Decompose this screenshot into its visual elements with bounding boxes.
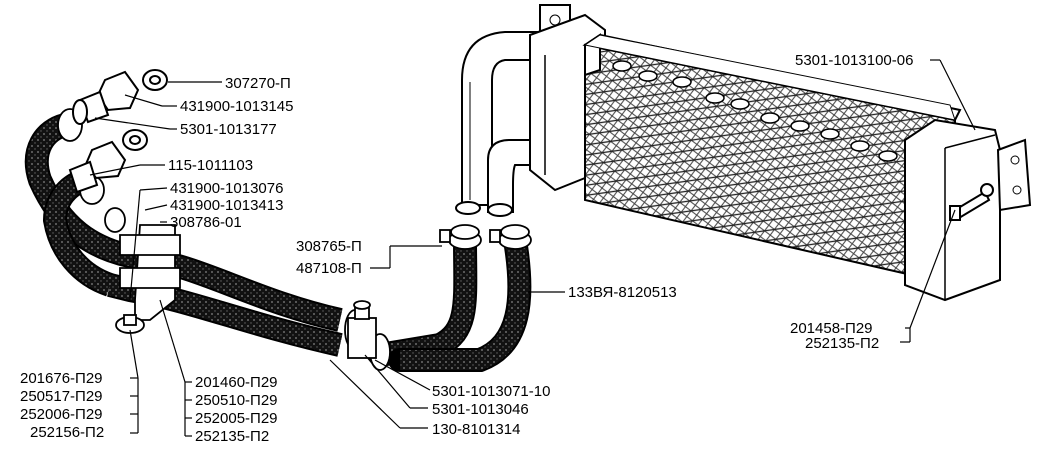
callout-252005: 252005-П29 — [195, 410, 278, 427]
callout-5301-1013046: 5301-1013046 — [432, 401, 529, 418]
callout-201460: 201460-П29 — [195, 374, 278, 391]
union-fitting-icon — [347, 300, 377, 359]
callout-130-8101314: 130-8101314 — [432, 421, 520, 438]
callout-250517: 250517-П29 — [20, 388, 103, 405]
union-fitting-icon — [68, 70, 140, 194]
callout-5301-1013100-06: 5301-1013100-06 — [795, 52, 913, 69]
oil-cooler-radiator-icon — [455, 4, 1032, 302]
callout-431900-1013413: 431900-1013413 — [170, 197, 283, 214]
callout-115-1011103: 115-1011103 — [168, 157, 253, 174]
leader-lines — [89, 59, 976, 437]
callout-431900-1013145: 431900-1013145 — [180, 98, 293, 115]
callout-5301-1013071-10: 5301-1013071-10 — [432, 383, 550, 400]
callout-252156: 252156-П2 — [30, 424, 104, 441]
callout-308786-01: 308786-01 — [170, 214, 242, 231]
callout-252135-bottom: 252135-П2 — [195, 428, 269, 445]
callout-labels: 307270-П 431900-1013145 5301-1013177 115… — [20, 52, 913, 445]
callout-5301-1013177: 5301-1013177 — [180, 121, 277, 138]
callout-250510: 250510-П29 — [195, 392, 278, 409]
callout-431900-1013076: 431900-1013076 — [170, 180, 283, 197]
washer-icon — [122, 69, 168, 151]
callout-252135-right: 252135-П2 — [805, 335, 879, 352]
callout-201676: 201676-П29 — [20, 370, 103, 387]
callout-307270: 307270-П — [225, 75, 291, 92]
callout-133: 133ВЯ-8120513 — [568, 284, 677, 301]
callout-201458: 201458-П29 — [790, 320, 873, 337]
bracket-icon — [115, 224, 181, 334]
bolt-icon — [949, 183, 994, 221]
callout-308765: 308765-П — [296, 238, 362, 255]
callout-252006: 252006-П29 — [20, 406, 103, 423]
callout-487108: 487108-П — [296, 260, 362, 277]
